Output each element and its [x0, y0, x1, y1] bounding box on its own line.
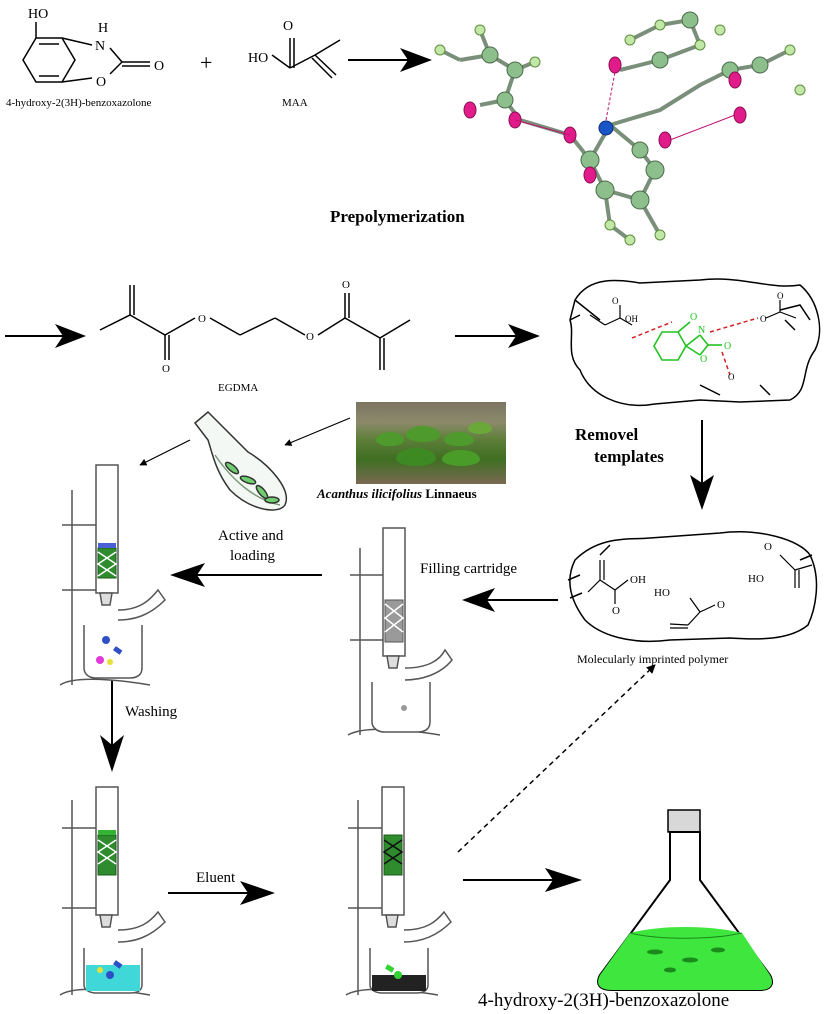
hydrogen-bonds — [631, 317, 759, 376]
template-o-ring: O — [700, 354, 707, 365]
maa-o-label: O — [283, 19, 293, 34]
mip-ho-2: HO — [748, 573, 764, 585]
eluent-label: Eluent — [196, 870, 236, 886]
mip-monomers — [587, 554, 813, 629]
mip-cavity — [567, 531, 818, 643]
benzoxazolone-label: 4-hydroxy-2(3H)-benzoxazolone — [6, 97, 152, 109]
egdma-o2: O — [306, 331, 314, 343]
column-apparatus-loading — [59, 464, 166, 686]
nitrogen-atom — [598, 120, 614, 136]
arrowhead-eluent — [240, 881, 275, 905]
filling-label: Filling cartridge — [420, 561, 517, 577]
mip-o-3: O — [717, 599, 725, 611]
removel-label: Removel — [575, 425, 639, 444]
template-n: N — [698, 325, 705, 336]
imprinted-cavity — [569, 278, 821, 406]
egdma-o4: O — [342, 279, 350, 291]
cavity-oh-left: OH — [625, 314, 638, 324]
cavity-template-molecule — [653, 321, 722, 361]
cavity-o-left: O — [612, 296, 619, 306]
benzoxazolone-structure — [22, 22, 150, 83]
plant-caption: Acanthus ilicifolius Linnaeus — [317, 486, 477, 502]
product-label: 4-hydroxy-2(3H)-benzoxazolone — [478, 990, 729, 1011]
column-apparatus-filling — [347, 527, 453, 736]
column-apparatus-elution — [345, 786, 452, 996]
arrowhead-to-prepolymer — [400, 48, 432, 72]
product-flask — [597, 809, 773, 991]
mip-o-1: O — [612, 605, 620, 617]
cavity-monomer-left — [589, 305, 633, 326]
washing-label: Washing — [125, 704, 178, 720]
mip-oh-1: OH — [630, 574, 646, 586]
template-o-top: O — [690, 312, 697, 323]
arrow-recycle-dashed — [457, 664, 656, 853]
loading-label: loading — [230, 548, 275, 564]
mip-o-2: O — [764, 541, 772, 553]
arrow-plant-to-flask — [284, 417, 351, 446]
o-carbonyl-label: O — [154, 59, 164, 74]
column-apparatus-washing — [59, 786, 166, 996]
template-o-carbonyl: O — [724, 341, 731, 352]
cavity-o-right2: O — [777, 291, 784, 301]
egdma-label: EGDMA — [218, 382, 258, 394]
plant-name-italic: Acanthus ilicifolius — [317, 486, 423, 501]
n-atom-label: N — [95, 39, 105, 54]
plus-sign: + — [200, 50, 212, 75]
maa-label: MAA — [282, 97, 308, 109]
active-label: Active and — [218, 528, 284, 544]
arrowhead-to-cavity — [508, 324, 540, 348]
cavity-o-bottom: O — [728, 372, 735, 382]
cavity-monomer-right — [765, 300, 797, 319]
ho-atom-label: HO — [28, 7, 48, 22]
maa-structure — [271, 38, 341, 79]
h-atom-label: H — [98, 21, 108, 36]
plant-flask — [193, 410, 288, 511]
egdma-structure — [99, 285, 411, 370]
egdma-o3: O — [162, 363, 170, 375]
prepolymer-3d-model — [434, 11, 806, 246]
mip-label: Molecularly imprinted polymer — [577, 652, 728, 666]
mip-ho-3: HO — [654, 587, 670, 599]
arrowhead-washing — [100, 735, 124, 772]
egdma-o1: O — [198, 313, 206, 325]
cavity-o-right: O — [760, 314, 767, 324]
o-atom-label: O — [96, 75, 106, 90]
acanthus-photo — [356, 402, 506, 484]
arrowhead-active-loading — [170, 563, 205, 587]
prepolymerization-label: Prepolymerization — [330, 207, 465, 226]
arrowhead-to-product — [545, 868, 582, 892]
arrowhead-to-egdma — [55, 324, 86, 348]
maa-ho-label: HO — [248, 51, 268, 66]
arrow-flask-to-column — [139, 439, 191, 466]
plant-name-bold: Linnaeus — [425, 486, 477, 501]
templates-label: templates — [594, 447, 664, 466]
arrowhead-filling — [462, 588, 495, 612]
arrowhead-removel — [690, 475, 714, 510]
